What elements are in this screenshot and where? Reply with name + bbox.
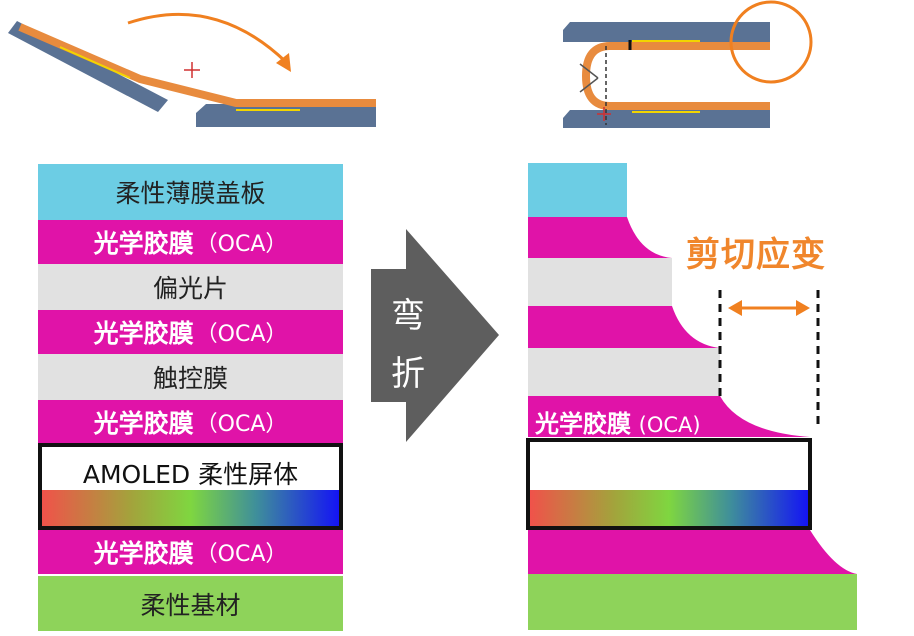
substrate-layer: 柔性基材 [38, 576, 343, 631]
oca-layer-4: 光学胶膜（OCA） [38, 530, 343, 574]
flat-panel-right [196, 104, 376, 127]
substrate-label: 柔性基材 [140, 590, 241, 620]
r-amoled-gradient [530, 490, 808, 526]
bend-arrow [371, 229, 499, 442]
sheared-stack [526, 163, 857, 630]
r-substrate-layer [528, 574, 857, 630]
cover-layer: 柔性薄膜盖板 [38, 164, 343, 220]
r-touch-layer [528, 348, 720, 396]
rotate-arrow-head [276, 53, 291, 72]
amoled-gradient [42, 490, 339, 526]
shear-strain-label: 剪切应变 [686, 235, 826, 275]
touch-layer: 触控膜 [38, 354, 343, 400]
oca-label: 光学胶膜 [93, 229, 194, 258]
arrow-label-2: 折 [391, 354, 425, 394]
folded-flex-layer [581, 42, 770, 110]
oca-layer-3: 光学胶膜（OCA） [38, 400, 343, 443]
folded-panel-top [563, 22, 770, 42]
cover-label: 柔性薄膜盖板 [115, 179, 266, 208]
oca-sub-label: （OCA） [195, 411, 288, 437]
oca-layer-1: 光学胶膜（OCA） [38, 220, 343, 264]
oca-label: 光学胶膜 [93, 408, 194, 438]
r-oca-layer-4 [528, 530, 857, 574]
amoled-layer: AMOLED 柔性屏体 [38, 443, 343, 530]
amoled-label: AMOLED 柔性屏体 [82, 460, 299, 489]
r-oca-label: 光学胶膜 (OCA) [535, 404, 701, 439]
oca-layer-2: 光学胶膜（OCA） [38, 310, 343, 354]
unfolded-device-illustration [8, 12, 376, 127]
fold-cross-1 [579, 63, 599, 79]
arrow-label-1: 弯 [391, 296, 425, 336]
r-oca-layer-2 [528, 306, 720, 348]
highlight-circle [729, 0, 813, 84]
r-oca-main: 光学胶膜 [535, 410, 631, 438]
r-cover-layer [528, 163, 627, 217]
polarizer-layer: 偏光片 [38, 264, 343, 310]
flex-layer-top [18, 23, 376, 107]
fold-cross-2 [579, 77, 599, 93]
oca-label: 光学胶膜 [93, 319, 194, 348]
r-polarizer-layer [528, 258, 672, 306]
folded-device-illustration [563, 0, 813, 128]
rotate-arrow-curve [127, 12, 288, 64]
folded-panel-bottom [563, 110, 770, 128]
oca-label: 光学胶膜 [93, 539, 194, 568]
r-oca-layer-3 [528, 396, 810, 437]
display-yellow-left [59, 46, 131, 79]
oca-sub-label: （OCA） [195, 322, 288, 347]
shear-arrow-head-left [728, 300, 742, 316]
shear-arrow-head-right [796, 300, 810, 316]
polarizer-label: 偏光片 [152, 274, 228, 303]
r-oca-sub: (OCA) [638, 413, 701, 437]
r-oca-layer-1 [528, 217, 672, 258]
tilted-panel-left [8, 21, 168, 112]
oca-sub-label: （OCA） [195, 542, 288, 567]
oca-sub-label: （OCA） [195, 232, 288, 257]
touch-label: 触控膜 [152, 364, 228, 393]
